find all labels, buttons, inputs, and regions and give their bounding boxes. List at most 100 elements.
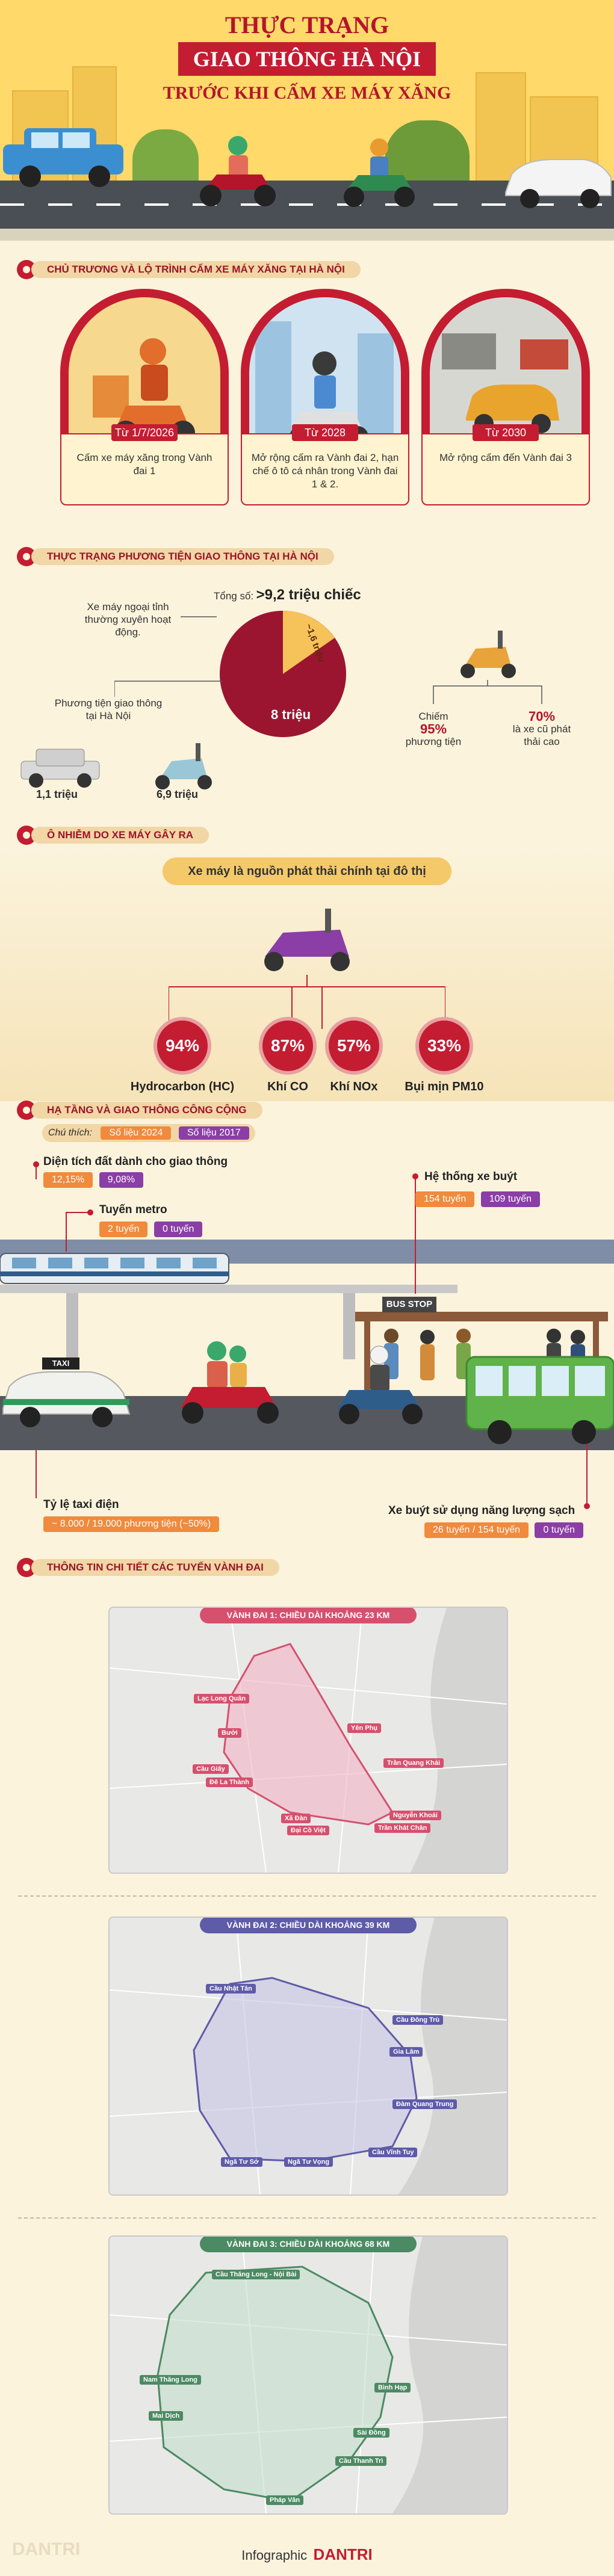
metro-2017: 0 tuyến bbox=[154, 1222, 203, 1237]
trees bbox=[385, 120, 470, 181]
card-description: Cấm xe máy xăng trong Vành đai 1 bbox=[76, 452, 212, 477]
taxi-2024: ~ 8.000 / 19.000 phương tiện (~50%) bbox=[43, 1516, 220, 1532]
viaduct-pillar bbox=[66, 1293, 78, 1359]
local-vehicles-label: Phương tiện giao thông tại Hà Nội bbox=[54, 697, 163, 721]
scooter-rider-icon bbox=[200, 136, 276, 206]
cars-value: 1,1 triệu bbox=[36, 788, 78, 800]
ring2-outline bbox=[193, 1977, 418, 2163]
bus-label: Hệ thống xe buýt bbox=[424, 1170, 518, 1183]
purple-scooter-icon bbox=[264, 909, 350, 971]
section-header-infrastructure: HẠ TẦNG VÀ GIAO THÔNG CÔNG CỘNG bbox=[17, 1098, 597, 1122]
viaduct-pillar bbox=[343, 1293, 355, 1359]
metro-values: 2 tuyến 0 tuyến bbox=[99, 1222, 203, 1237]
ring2-point: Cầu Nhật Tân bbox=[206, 1984, 256, 1994]
ring2-point: Cầu Vĩnh Tuy bbox=[368, 2148, 418, 2157]
bikes-value: 6,9 triệu bbox=[157, 788, 199, 800]
pollution-banner: Xe máy là nguồn phát thải chính tại đô t… bbox=[163, 857, 451, 885]
hero-title-line2: GIAO THÔNG HÀ NỘI bbox=[178, 42, 436, 76]
hero-title-line3: TRƯỚC KHI CẤM XE MÁY XĂNG bbox=[163, 83, 451, 103]
footer-brand: DANTRI bbox=[313, 2545, 373, 2563]
total-vehicles: Tổng số: >9,2 triệu chiếc bbox=[214, 587, 361, 604]
legend-2017: Số liệu 2017 bbox=[178, 1126, 249, 1140]
leader-line bbox=[433, 680, 542, 704]
suv-car-icon bbox=[3, 128, 123, 187]
metro-2024: 2 tuyến bbox=[99, 1222, 148, 1237]
map-background bbox=[110, 1918, 507, 2195]
bus-2017: 109 tuyến bbox=[480, 1191, 541, 1207]
motorbike-riders-icon bbox=[181, 1341, 279, 1424]
metro-label: Tuyến metro bbox=[99, 1203, 167, 1216]
bus-stop-roof bbox=[355, 1312, 608, 1321]
bus-values: 154 tuyến 109 tuyến bbox=[415, 1191, 541, 1207]
ring1-point: Đại Cồ Việt bbox=[287, 1826, 329, 1835]
ring2-point: Gia Lâm bbox=[389, 2047, 423, 2057]
ring3-point: Cầu Thăng Long - Nội Bài bbox=[212, 2270, 300, 2279]
ring2-point: Ngã Tư Sở bbox=[221, 2157, 262, 2167]
card-description: Mở rộng cấm ra Vành đai 2, hạn chế ô tô … bbox=[251, 452, 399, 490]
ring1-point: Trần Khát Chân bbox=[374, 1823, 431, 1833]
ring3-title: VÀNH ĐAI 3: CHIỀU DÀI KHOẢNG 68 KM bbox=[200, 2237, 417, 2252]
pollution-connector-lines bbox=[169, 975, 445, 1029]
card-date-tag: Từ 2030 bbox=[473, 424, 539, 441]
ring1-map: VÀNH ĐAI 1: CHIỀU DÀI KHOẢNG 23 KM Lạc L… bbox=[108, 1607, 508, 1874]
ring1-point: Nguyễn Khoái bbox=[389, 1811, 441, 1820]
local-vehicles-value: 8 triệu bbox=[271, 707, 311, 722]
ring1-point: Lạc Long Quân bbox=[194, 1694, 250, 1703]
curb bbox=[0, 229, 614, 241]
stat-share-value: 95% bbox=[420, 721, 447, 737]
section-header-roadmap: CHỦ TRƯƠNG VÀ LỘ TRÌNH CẤM XE MÁY XĂNG T… bbox=[17, 258, 597, 282]
car-icon bbox=[20, 749, 100, 788]
section-title: THÔNG TIN CHI TIẾT CÁC TUYẾN VÀNH ĐAI bbox=[31, 1559, 279, 1576]
footer: DANTRI Infographic DANTRI bbox=[0, 2515, 614, 2576]
ring3-point: Mai Dịch bbox=[149, 2411, 184, 2421]
taxi-label: Tỷ lệ taxi điện bbox=[43, 1498, 119, 1511]
pollution-badge-nox: 57% bbox=[325, 1017, 383, 1075]
card-date-tag: Từ 2028 bbox=[292, 424, 358, 441]
total-label: Tổng số: bbox=[214, 590, 254, 602]
ring3-point: Pháp Vân bbox=[266, 2495, 304, 2505]
clean-bus-2024: 26 tuyến / 154 tuyến bbox=[424, 1522, 529, 1538]
hero-title-line1: THỰC TRẠNG bbox=[225, 11, 389, 39]
clean-bus-label: Xe buýt sử dụng năng lượng sạch bbox=[388, 1504, 575, 1517]
clean-bus-values: 26 tuyến / 154 tuyến 0 tuyến bbox=[424, 1522, 583, 1538]
section-title: Ô NHIỄM DO XE MÁY GÂY RA bbox=[31, 827, 209, 844]
map-background bbox=[110, 2237, 507, 2513]
scooter-icon bbox=[155, 743, 212, 789]
roadmap-card-2026: Từ 1/7/2026 Cấm xe máy xăng trong Vành đ… bbox=[60, 289, 229, 505]
footer-infographic-label: Infographic bbox=[241, 2548, 308, 2563]
ring1-point: Trần Quang Khải bbox=[383, 1758, 444, 1768]
section-header-vehicles: THỰC TRẠNG PHƯƠNG TIỆN GIAO THÔNG TẠI HÀ… bbox=[17, 545, 597, 569]
roadmap-card-2030: Từ 2030 Mở rộng cấm đến Vành đai 3 bbox=[421, 289, 590, 505]
motorbike-rider-icon bbox=[337, 1345, 423, 1424]
ring1-title: VÀNH ĐAI 1: CHIỀU DÀI KHOẢNG 23 KM bbox=[200, 1608, 417, 1623]
ring1-point: Bưởi bbox=[218, 1728, 241, 1738]
land-indicator-line bbox=[33, 1161, 39, 1498]
section-title: CHỦ TRƯƠNG VÀ LỘ TRÌNH CẤM XE MÁY XĂNG T… bbox=[31, 261, 361, 278]
ring3-point: Cầu Thanh Trì bbox=[335, 2456, 387, 2466]
pie-slice-outside bbox=[283, 611, 335, 674]
footer-watermark: DANTRI bbox=[12, 2539, 81, 2559]
ring3-map: VÀNH ĐAI 3: CHIỀU DÀI KHOẢNG 68 KM Cầu T… bbox=[108, 2235, 508, 2515]
total-value: >9,2 triệu chiếc bbox=[256, 587, 361, 603]
section-header-pollution: Ô NHIỄM DO XE MÁY GÂY RA bbox=[17, 823, 597, 847]
stat-share: Chiếm 95% phương tiện bbox=[397, 710, 470, 748]
road-marking bbox=[0, 203, 614, 206]
leader-line bbox=[181, 616, 217, 617]
taxi-car-icon bbox=[2, 1371, 131, 1427]
ring1-point: Cầu Giấy bbox=[193, 1764, 229, 1774]
pollution-label-co: Khí CO bbox=[267, 1080, 308, 1093]
legend: Chú thích: Số liệu 2024 Số liệu 2017 bbox=[42, 1124, 255, 1142]
bus-stop-sign: BUS STOP bbox=[382, 1297, 436, 1312]
pollution-badge-hc: 94% bbox=[154, 1017, 211, 1075]
metro-indicator-line bbox=[66, 1209, 93, 1252]
ring1-outline bbox=[223, 1643, 394, 1826]
ring3-point: Bình Hạp bbox=[374, 2383, 411, 2392]
land-values: 12,15% 9,08% bbox=[43, 1172, 144, 1188]
viaduct-beam bbox=[0, 1285, 457, 1293]
map-background bbox=[110, 1608, 507, 1873]
white-car-icon bbox=[505, 159, 612, 208]
ring2-point: Cầu Đông Trù bbox=[392, 2015, 444, 2025]
leader-line bbox=[114, 681, 223, 697]
pollution-badge-pm10: 33% bbox=[415, 1017, 473, 1075]
ring2-title: VÀNH ĐAI 2: CHIỀU DÀI KHOẢNG 39 KM bbox=[200, 1918, 417, 1933]
